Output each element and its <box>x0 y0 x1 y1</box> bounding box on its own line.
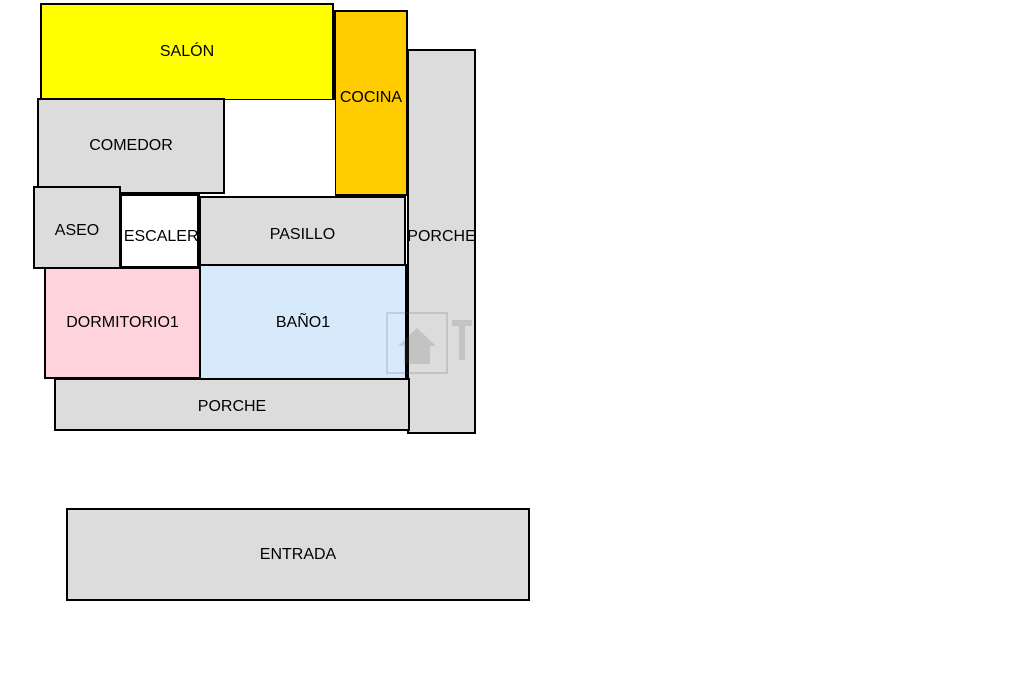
watermark-house-icon <box>386 312 472 374</box>
room-pasillo: PASILLO <box>199 196 406 267</box>
room-entrada: ENTRADA <box>66 508 530 601</box>
room-comedor: COMEDOR <box>37 98 225 194</box>
room-label-porche-bottom: PORCHE <box>197 397 267 415</box>
room-cocina: COCINA <box>334 10 408 196</box>
room-label-bano1: BAÑO1 <box>275 313 331 331</box>
room-label-aseo: ASEO <box>54 221 100 239</box>
room-label-comedor: COMEDOR <box>89 137 173 154</box>
room-dormitorio1: DORMITORIO1 <box>44 267 201 379</box>
room-bano1: BAÑO1 <box>199 264 407 381</box>
room-label-salon: SALÓN <box>159 43 215 60</box>
room-salon: SALÓN <box>40 3 334 101</box>
room-label-porche-right: PORCHE <box>407 227 476 245</box>
room-porche-right: PORCHE <box>407 49 476 434</box>
room-label-escalera: ESCALERA <box>123 228 199 245</box>
unlabeled-space <box>225 100 335 197</box>
room-escalera: ESCALERA <box>119 193 200 269</box>
room-label-pasillo: PASILLO <box>269 225 336 243</box>
room-aseo: ASEO <box>33 186 121 269</box>
room-label-dormitorio1: DORMITORIO1 <box>66 314 179 331</box>
room-label-entrada: ENTRADA <box>259 545 337 563</box>
room-label-cocina: COCINA <box>339 89 403 106</box>
room-porche-bottom: PORCHE <box>54 378 410 431</box>
